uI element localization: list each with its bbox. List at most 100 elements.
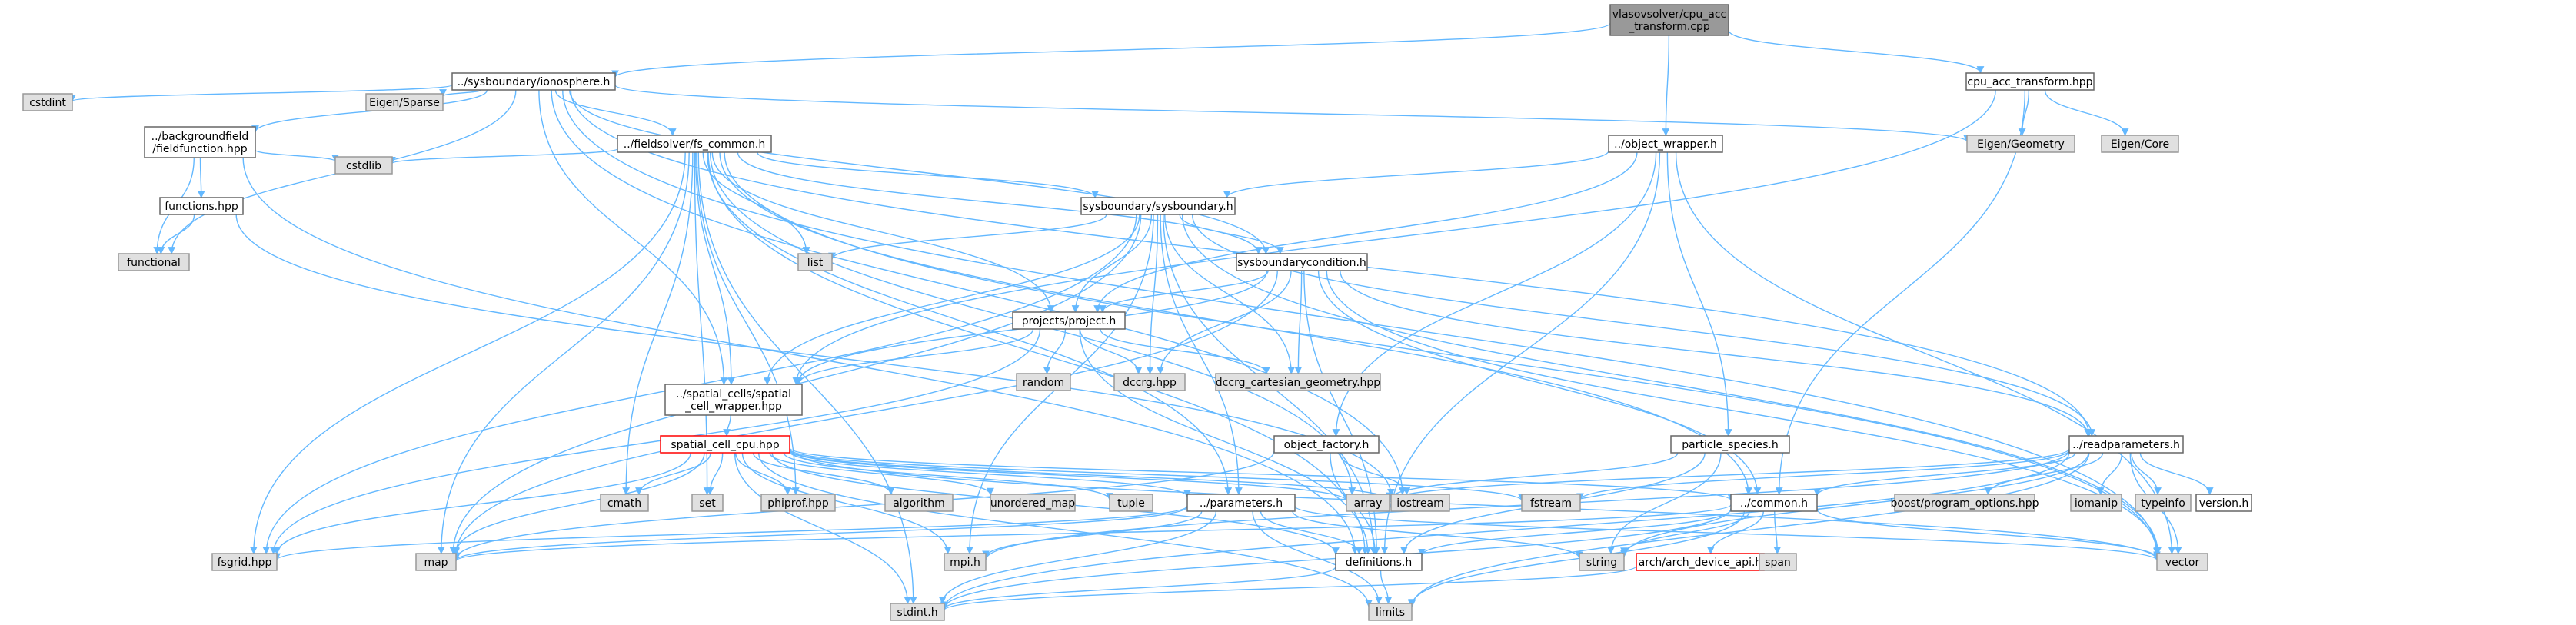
edge-object_wrapper-to-sysboundary	[1223, 150, 1609, 198]
node-box-dccrg_cart	[1215, 373, 1381, 391]
edge-fs_common-to-map	[437, 151, 690, 554]
node-fs_common[interactable]: ../fieldsolver/fs_common.h	[617, 135, 772, 153]
node-array[interactable]: array	[1346, 494, 1390, 512]
edge-sysboundary-to-sysboundarycondition	[1179, 214, 1284, 254]
node-eigen_sparse[interactable]: Eigen/Sparse	[365, 93, 444, 111]
node-arch_device[interactable]: arch/arch_device_api.h	[1636, 553, 1765, 571]
edge-common-to-arch_device	[1706, 510, 1764, 554]
node-spatial_wrapper[interactable]: ../spatial_cells/spatial_cell_wrapper.hp…	[664, 384, 803, 416]
node-ionosphere[interactable]: ../sysboundary/ionosphere.h	[451, 72, 616, 91]
edge-ionosphere-to-eigen_sparse	[439, 89, 482, 97]
node-list[interactable]: list	[797, 253, 833, 271]
node-dccrg_cart[interactable]: dccrg_cartesian_geometry.hpp	[1215, 373, 1381, 391]
node-box-spatial_wrapper	[664, 384, 803, 416]
edge-fieldfunction-to-functions_hpp	[197, 157, 205, 198]
node-label-sysboundary: sysboundary/sysboundary.h	[1083, 201, 1233, 213]
node-spatial_cell_cpu[interactable]: spatial_cell_cpu.hpp	[660, 435, 790, 454]
node-parameters[interactable]: ../parameters.h	[1186, 494, 1296, 512]
node-typeinfo[interactable]: typeinfo	[2135, 494, 2192, 512]
node-box-dccrg	[1113, 373, 1186, 391]
edge-root-to-object_wrapper	[1662, 35, 1670, 136]
edge-parameters-to-definitions	[1260, 510, 1363, 554]
node-box-typeinfo	[2135, 494, 2192, 512]
edge-spatial_wrapper-to-spatial_cell_cpu	[723, 414, 731, 437]
edge-spatial_cell_cpu-to-array	[789, 450, 1350, 502]
node-fsgrid[interactable]: fsgrid.hpp	[211, 553, 278, 571]
node-fieldfunction[interactable]: ../backgroundfield/fieldfunction.hpp	[144, 126, 256, 158]
node-label-set: set	[699, 497, 716, 510]
edge-sysboundarycondition-to-readparameters	[1340, 270, 2092, 437]
node-sysboundary[interactable]: sysboundary/sysboundary.h	[1080, 197, 1236, 215]
node-phiprof[interactable]: phiprof.hpp	[760, 494, 836, 512]
node-boost_po[interactable]: boost/program_options.hpp	[1891, 494, 2039, 512]
node-box-fieldfunction	[144, 126, 256, 158]
node-box-version_h	[2195, 494, 2252, 512]
node-functional[interactable]: functional	[118, 253, 190, 271]
edge-cpu_acc_hpp-to-eigen_core	[2044, 89, 2129, 136]
node-object_factory[interactable]: object_factory.h	[1273, 435, 1380, 454]
edge-spatial_cell_cpu-to-vector	[789, 449, 2161, 561]
node-readparameters[interactable]: ../readparameters.h	[2068, 435, 2184, 454]
node-definitions[interactable]: definitions.h	[1335, 553, 1423, 571]
node-eigen_geometry[interactable]: Eigen/Geometry	[1966, 135, 2075, 153]
node-box-vector	[2156, 553, 2208, 571]
node-set[interactable]: set	[691, 494, 724, 512]
node-string[interactable]: string	[1579, 553, 1625, 571]
edge-parameters-to-stdint	[938, 510, 1217, 604]
node-cstdlib[interactable]: cstdlib	[334, 156, 393, 175]
node-project[interactable]: projects/project.h	[1012, 311, 1126, 330]
edge-readparameters-to-array	[1386, 448, 2070, 502]
node-box-algorithm	[884, 494, 954, 512]
node-cpu_acc_hpp[interactable]: cpu_acc_transform.hpp	[1965, 72, 2095, 91]
node-span[interactable]: span	[1759, 553, 1797, 571]
node-label-object_factory: object_factory.h	[1284, 439, 1370, 451]
node-box-functional	[118, 253, 190, 271]
node-vector[interactable]: vector	[2156, 553, 2208, 571]
node-eigen_core[interactable]: Eigen/Core	[2101, 135, 2179, 153]
edge-spatial_cell_cpu-to-parameters	[789, 451, 1191, 498]
node-stdint[interactable]: stdint.h	[890, 603, 945, 621]
edge-sysboundary-to-parameters	[1160, 214, 1243, 495]
edge-common-to-map	[452, 504, 1732, 562]
edge-object_factory-to-iostream	[1339, 452, 1411, 495]
node-cstdint[interactable]: cstdint	[22, 93, 73, 111]
edge-object_factory-to-map	[452, 450, 1275, 560]
node-particle_species[interactable]: particle_species.h	[1670, 435, 1790, 454]
edge-definitions-to-stdint	[940, 566, 1336, 610]
node-dccrg[interactable]: dccrg.hpp	[1113, 373, 1186, 391]
node-root[interactable]: vlasovsolver/cpu_acc_transform.cpp	[1609, 4, 1729, 36]
node-label-dccrg: dccrg.hpp	[1123, 377, 1177, 389]
node-sysboundarycondition[interactable]: sysboundarycondition.h	[1236, 253, 1368, 271]
node-common[interactable]: ../common.h	[1730, 494, 1818, 512]
node-unordered_map[interactable]: unordered_map	[990, 494, 1076, 512]
node-random[interactable]: random	[1016, 373, 1071, 391]
node-box-set	[691, 494, 724, 512]
node-iomanip[interactable]: iomanip	[2070, 494, 2122, 512]
node-label-fieldfunction: ../backgroundfield	[151, 131, 249, 143]
node-functions_hpp[interactable]: functions.hpp	[159, 197, 244, 215]
node-box-list	[797, 253, 833, 271]
edge-fs_common-to-sysboundarycondition	[737, 151, 1263, 254]
node-box-random	[1016, 373, 1071, 391]
node-box-fs_common	[617, 135, 772, 153]
node-label-random: random	[1023, 377, 1064, 389]
node-limits[interactable]: limits	[1368, 603, 1413, 621]
node-cmath[interactable]: cmath	[600, 494, 649, 512]
edge-fs_common-to-set	[694, 151, 711, 495]
node-version_h[interactable]: version.h	[2195, 494, 2252, 512]
edge-fs_common-to-spatial_wrapper	[694, 151, 735, 385]
node-box-stdint	[890, 603, 945, 621]
edge-sysboundary-to-readparameters	[1191, 214, 2096, 437]
node-mpi[interactable]: mpi.h	[944, 553, 987, 571]
node-box-parameters	[1186, 494, 1296, 512]
node-map[interactable]: map	[415, 553, 457, 571]
node-label-boost_po: boost/program_options.hpp	[1891, 497, 2039, 510]
node-fstream[interactable]: fstream	[1521, 494, 1581, 512]
node-iostream[interactable]: iostream	[1390, 494, 1450, 512]
node-label-phiprof: phiprof.hpp	[767, 497, 829, 510]
node-algorithm[interactable]: algorithm	[884, 494, 954, 512]
node-object_wrapper[interactable]: ../object_wrapper.h	[1608, 135, 1723, 153]
node-label-string: string	[1586, 557, 1617, 569]
node-tuple[interactable]: tuple	[1109, 494, 1153, 512]
edge-spatial_cell_cpu-to-fstream	[789, 448, 1526, 502]
